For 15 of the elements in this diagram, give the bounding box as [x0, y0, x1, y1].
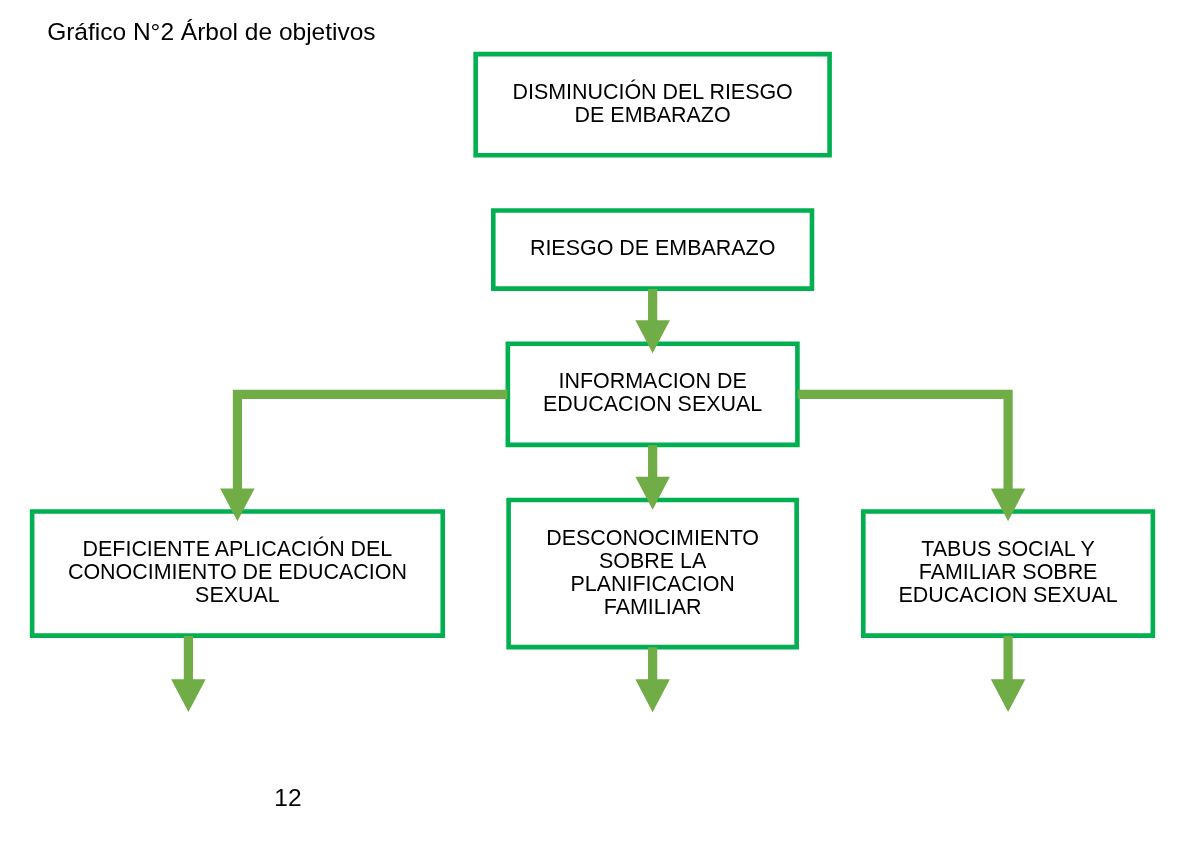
- arrow: [171, 636, 206, 713]
- arrow: [220, 389, 508, 522]
- arrow: [635, 289, 670, 354]
- arrow: [797, 389, 1026, 522]
- diagram-title: Gráfico N°2 Árbol de objetivos: [47, 18, 376, 46]
- arrow: [635, 647, 670, 713]
- arrow: [990, 636, 1026, 713]
- node-box: RIESGO DE EMBARAZO: [491, 208, 815, 291]
- node-box: TABUS SOCIAL Y FAMILIAR SOBRE EDUCACION SEXUAL: [861, 509, 1156, 638]
- node-box: INFORMACION DE EDUCACION SEXUAL: [505, 341, 800, 448]
- node-box: DISMINUCIÓN DEL RIESGO DE EMBARAZO: [473, 51, 832, 158]
- arrow: [635, 445, 670, 510]
- node-box: DESCONOCIMIENTO SOBRE LA PLANIFICACION FAMILIAR: [506, 497, 799, 650]
- label: 12: [274, 784, 302, 812]
- node-box: DEFICIENTE APLICACIÓN DEL CONOCIMIENTO DE EDUCACION SEXUAL: [29, 509, 446, 638]
